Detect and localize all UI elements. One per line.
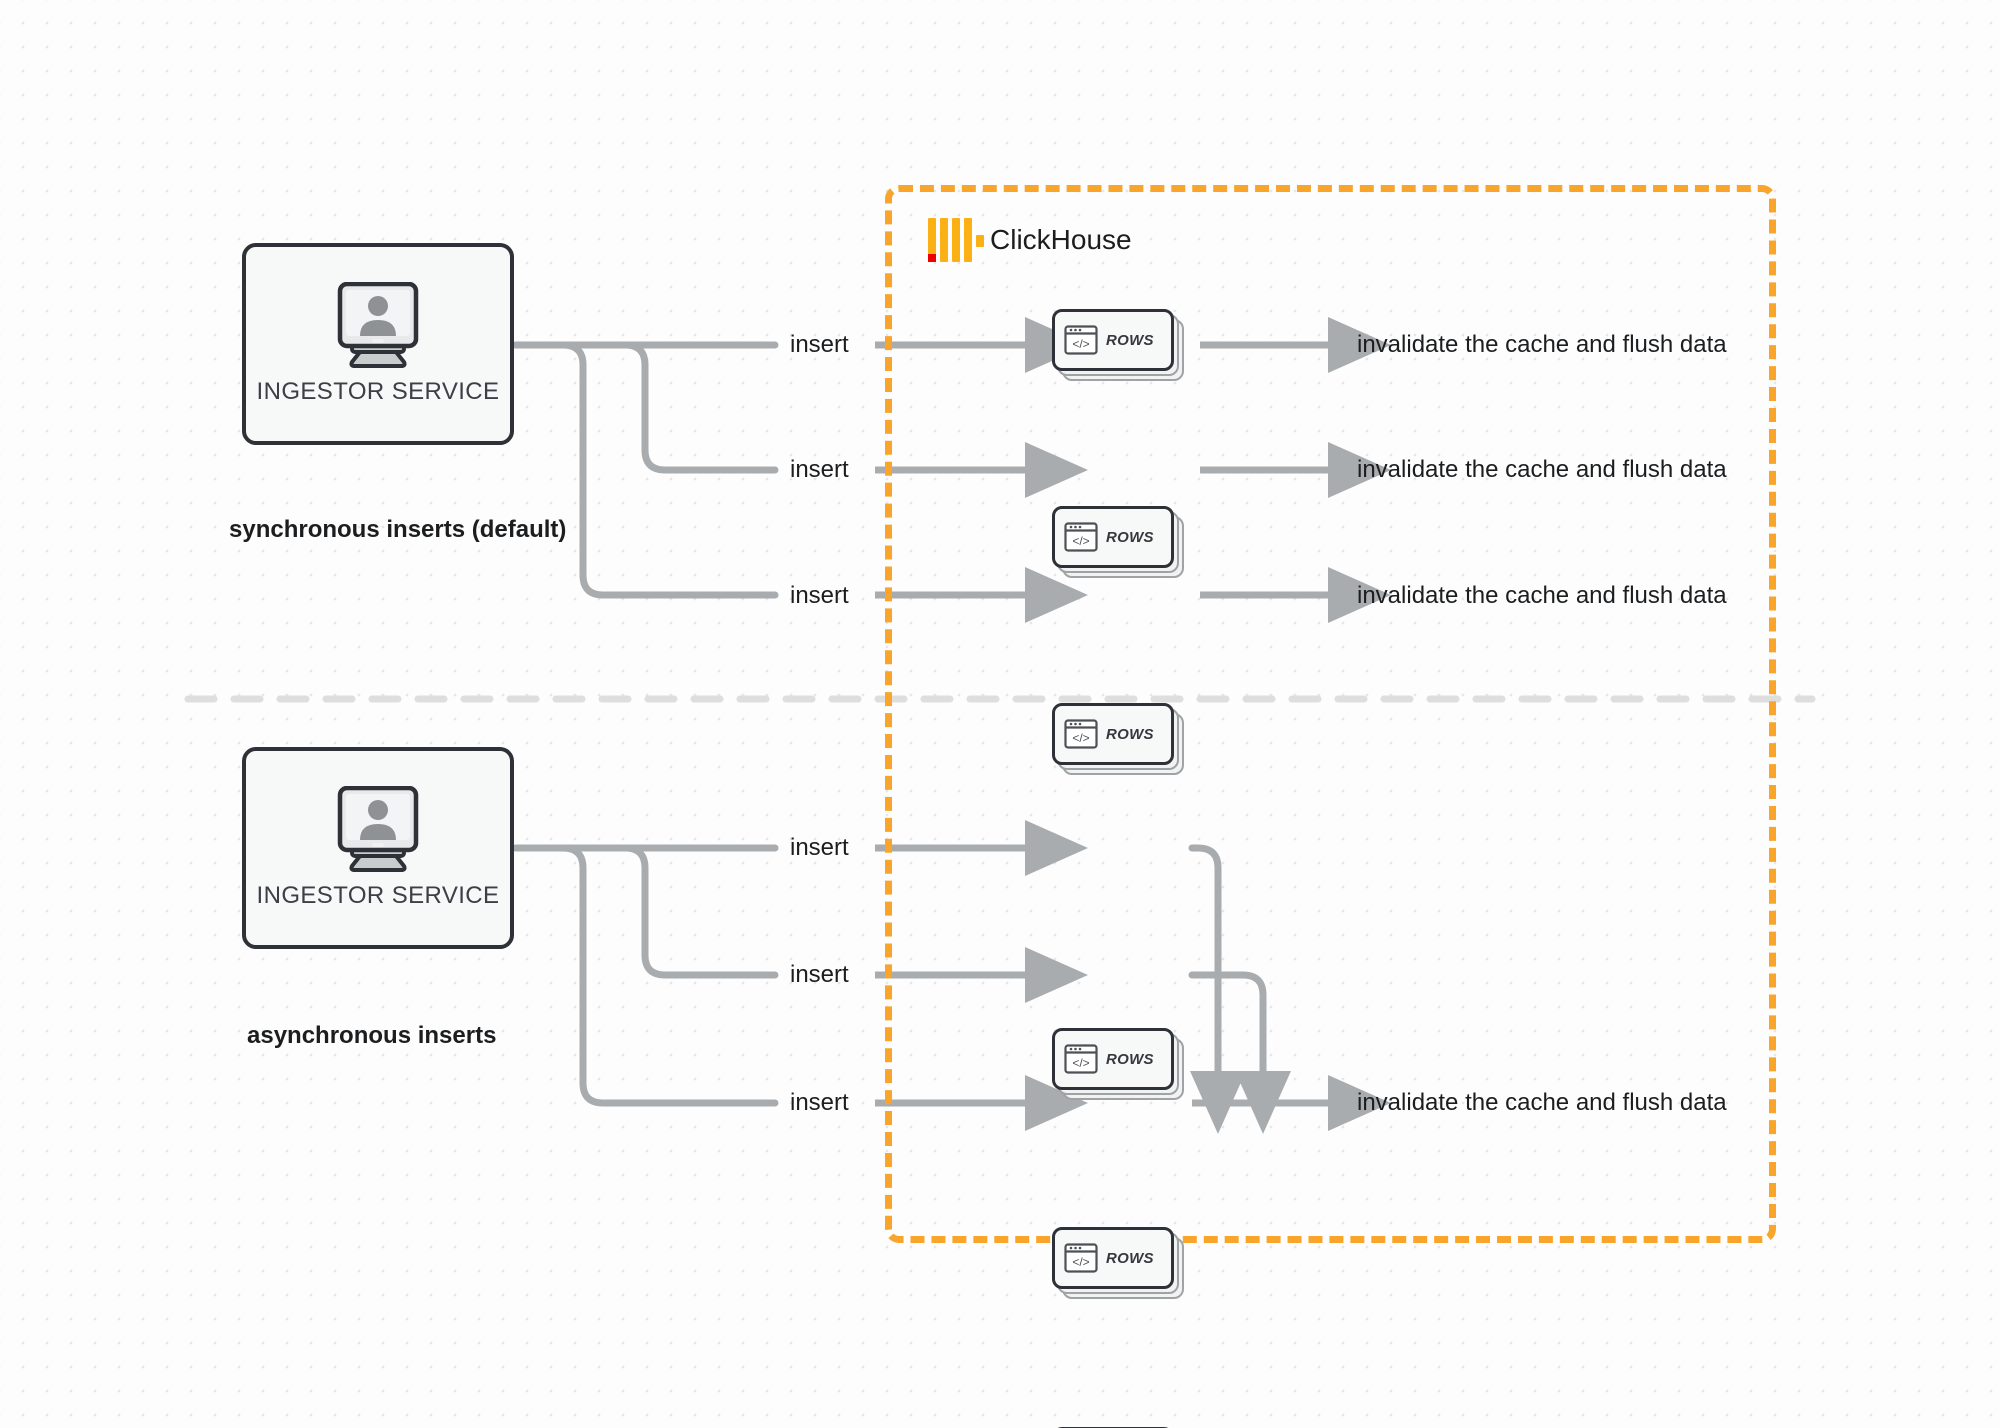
async-section-caption: asynchronous inserts: [247, 1022, 497, 1049]
async-ingestor-label: INGESTOR SERVICE: [256, 882, 500, 909]
svg-text:</>: </>: [1072, 337, 1089, 351]
async-insert-label-3: insert: [790, 1089, 849, 1116]
async-fanout-row2: [512, 844, 779, 979]
sync-output-label-2: invalidate the cache and flush data: [1357, 456, 1727, 483]
sync-fanout-row3: [512, 341, 779, 599]
svg-text:</>: </>: [1072, 1255, 1089, 1269]
clickhouse-label: ClickHouse: [990, 224, 1132, 255]
monitor-user-icon: [337, 786, 419, 872]
sync-rows-label-1: ROWS: [1106, 331, 1154, 349]
sync-insert-label-2: insert: [790, 456, 849, 483]
sync-fanout-row2: [512, 341, 779, 474]
code-window-icon: </>: [1064, 719, 1098, 749]
async-merge-row1: [1188, 844, 1246, 1134]
sync-insert-label-1: insert: [790, 331, 849, 358]
sync-ingestor-service-node[interactable]: INGESTOR SERVICE: [242, 243, 514, 445]
async-rows-label-1: ROWS: [1106, 1050, 1154, 1068]
code-window-icon: </>: [1064, 1044, 1098, 1074]
async-merge-row2: [1188, 971, 1291, 1134]
sync-insert-label-3: insert: [790, 582, 849, 609]
async-rows-card-2[interactable]: </> ROWS: [1052, 1227, 1184, 1299]
svg-text:</>: </>: [1072, 731, 1089, 745]
sync-rows-label-3: ROWS: [1106, 725, 1154, 743]
sync-rows-card-3[interactable]: </> ROWS: [1052, 703, 1184, 775]
async-rows-card-1[interactable]: </> ROWS: [1052, 1028, 1184, 1100]
sync-rows-card-2[interactable]: </> ROWS: [1052, 506, 1184, 578]
code-window-icon: </>: [1064, 325, 1098, 355]
async-rows-label-2: ROWS: [1106, 1249, 1154, 1267]
async-ingestor-service-node[interactable]: INGESTOR SERVICE: [242, 747, 514, 949]
sync-rows-label-2: ROWS: [1106, 528, 1154, 546]
async-fanout-row3: [512, 844, 779, 1107]
async-insert-label-2: insert: [790, 961, 849, 988]
code-window-icon: </>: [1064, 1243, 1098, 1273]
sync-rows-card-1[interactable]: </> ROWS: [1052, 309, 1184, 381]
clickhouse-logo-icon: [928, 218, 984, 262]
sync-ingestor-label: INGESTOR SERVICE: [256, 378, 500, 405]
sync-section-caption: synchronous inserts (default): [229, 516, 567, 543]
async-output-label: invalidate the cache and flush data: [1357, 1089, 1727, 1116]
svg-text:</>: </>: [1072, 1056, 1089, 1070]
monitor-user-icon: [337, 282, 419, 368]
async-insert-label-1: insert: [790, 834, 849, 861]
clickhouse-boundary: [885, 185, 1776, 1243]
svg-text:</>: </>: [1072, 534, 1089, 548]
sync-output-label-1: invalidate the cache and flush data: [1357, 331, 1727, 358]
clickhouse-brand: ClickHouse: [928, 218, 1132, 262]
code-window-icon: </>: [1064, 522, 1098, 552]
sync-output-label-3: invalidate the cache and flush data: [1357, 582, 1727, 609]
